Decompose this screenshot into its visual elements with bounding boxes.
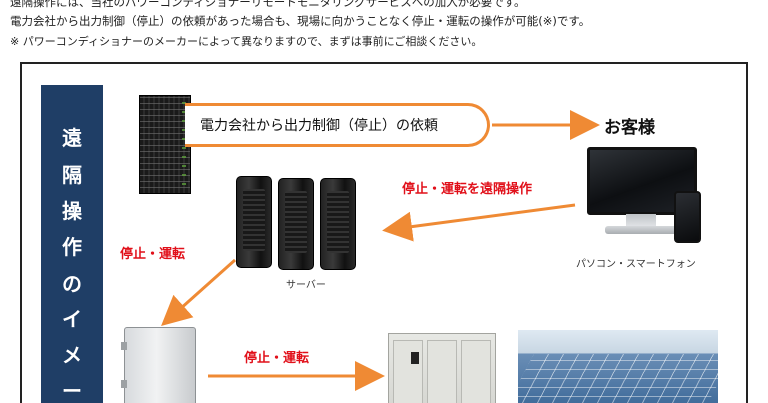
intro-line-0: 遠隔操作には、当社のパワーコンディショナーリモートモニタリングサービスへの加入が… [10,0,526,9]
control-box-image [121,327,196,403]
conditioner-door [461,340,491,403]
arrow-to-control-box [161,258,236,326]
conditioner-door [427,340,457,403]
banner-char: ー [62,379,82,403]
stop-run-label-2: 停止・運転 [244,351,310,366]
server-image [278,178,314,270]
intro-line-1: 電力会社から出力制御（停止）の依頼があった場合も、現場に向かうことなく停止・運転… [10,14,591,28]
customer-label: お客様 [604,118,655,138]
conditioner-door [393,340,423,403]
solar-panels-image [518,330,718,403]
banner-char: メ [62,343,82,367]
pc-phone-caption: パソコン・スマートフォン [576,259,696,270]
arrow-to-server [382,203,576,242]
rack-lights [182,102,186,188]
server-image [320,178,356,270]
stop-run-label-1: 停止・運転 [120,247,186,262]
remote-operation-label: 停止・運転を遠隔操作 [402,182,533,197]
side-banner: 遠 隔 操 作 の イ メ ー [41,85,103,403]
banner-char: 作 [62,235,82,259]
smartphone-image [674,191,701,243]
intro-note: ※ パワーコンディショナーのメーカーによって異なりますので、まずは事前にご相談く… [10,35,483,48]
power-conditioner-image [388,333,496,403]
banner-char: 操 [62,199,82,223]
request-text: 電力会社から出力制御（停止）の依頼 [200,118,438,134]
monitor-stand [626,214,656,228]
pc-monitor-image [587,147,697,215]
server-image [236,176,272,268]
request-box [185,103,490,147]
banner-char: イ [62,307,82,331]
server-caption: サーバー [286,280,326,291]
banner-char: 遠 [62,126,82,150]
banner-char: 隔 [62,163,82,187]
banner-char: の [62,272,82,296]
monitor-base [605,226,677,234]
conditioner-display [411,352,419,364]
